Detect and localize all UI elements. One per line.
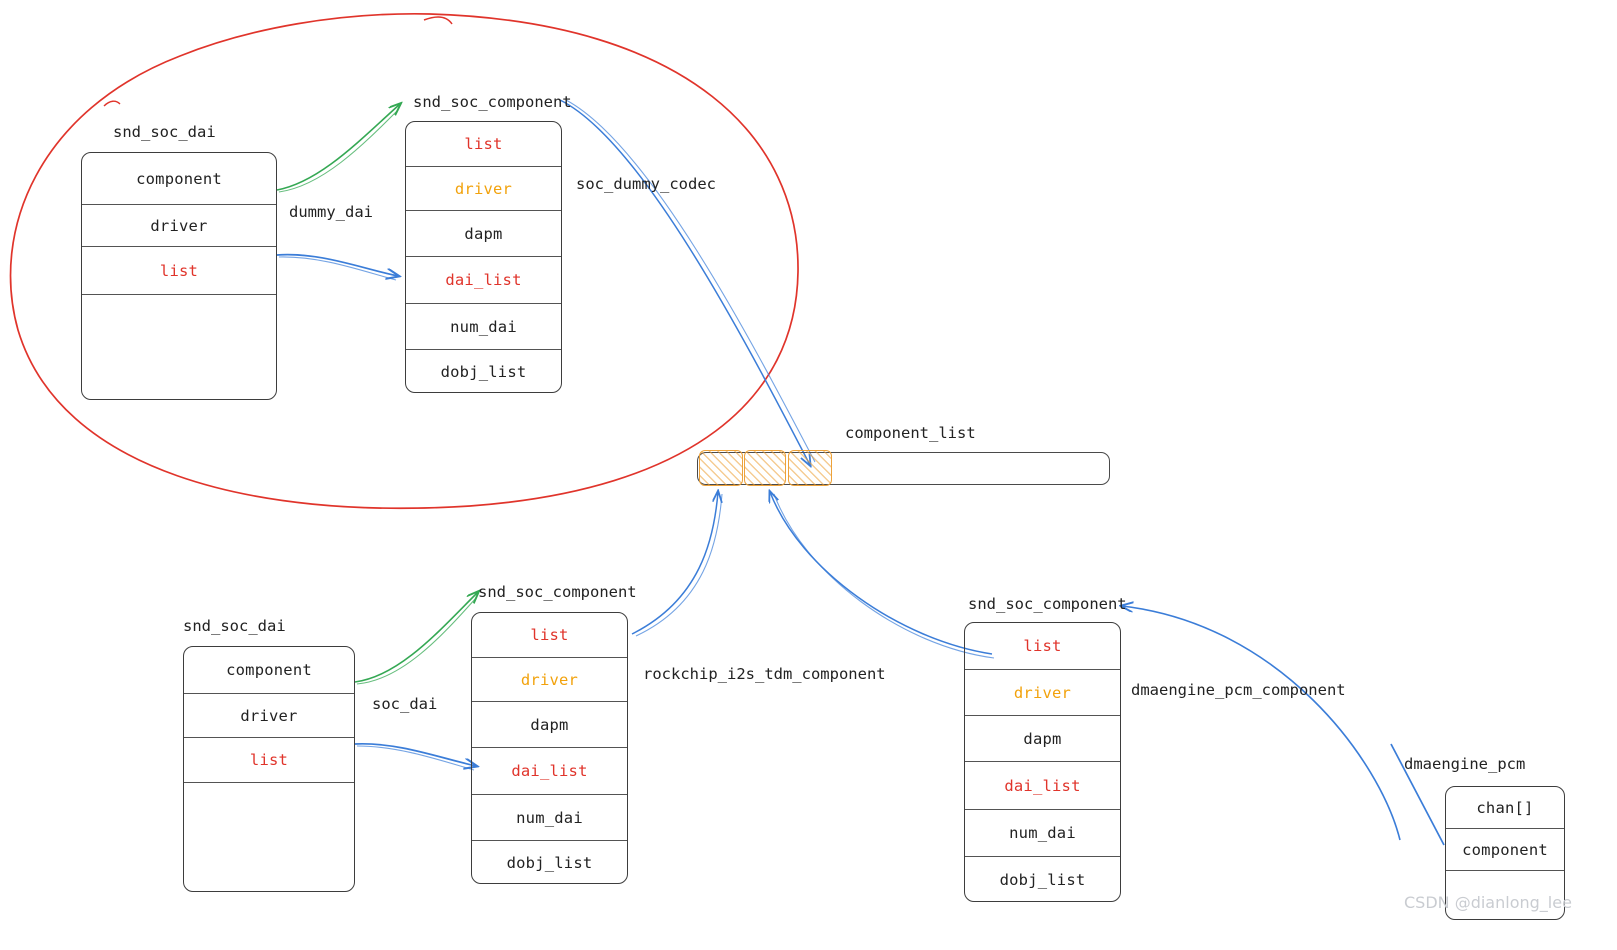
field-chan: chan[] xyxy=(1446,787,1564,829)
caption-soc-dai: snd_soc_dai xyxy=(183,617,286,635)
struct-dmaengine-component: list driver dapm dai_list num_dai dobj_l… xyxy=(964,622,1121,902)
edge-label-soc-dai: soc_dai xyxy=(372,695,438,713)
field-num-dai: num_dai xyxy=(406,304,561,350)
field-dai-list: dai_list xyxy=(965,762,1120,810)
field-list: list xyxy=(406,122,561,167)
arrow-dmaengine-pcm-component-to-component xyxy=(1122,606,1401,841)
field-dobj-list: dobj_list xyxy=(506,854,593,872)
field-driver: driver xyxy=(472,658,627,702)
field-driver: driver xyxy=(406,167,561,211)
field-dobj-list: dobj_list xyxy=(999,871,1086,889)
field-num-dai: num_dai xyxy=(965,810,1120,857)
watermark: CSDN @dianlong_lee xyxy=(1404,893,1572,912)
caption-dummy-dai: snd_soc_dai xyxy=(113,123,216,141)
caption-dmaengine-pcm: dmaengine_pcm xyxy=(1404,755,1526,773)
caption-dummy-codec-component: snd_soc_component xyxy=(413,93,572,111)
caption-dmaengine-component: snd_soc_component xyxy=(968,595,1127,613)
field-component: component xyxy=(82,153,276,205)
caption-i2s-tdm-component: snd_soc_component xyxy=(478,583,637,601)
field-list: list xyxy=(965,623,1120,670)
field-num-dai: num_dai xyxy=(472,795,627,841)
field-list: list xyxy=(82,247,276,295)
component-list-cell-1[interactable] xyxy=(699,450,743,486)
struct-i2s-tdm-component: list driver dapm dai_list num_dai dobj_l… xyxy=(471,612,628,884)
arrow-i2s-tdm-to-component-list xyxy=(631,492,722,637)
component-list-bar xyxy=(697,452,1110,485)
arrow-soc-dai-list-to-dai-list xyxy=(354,743,476,771)
field-driver: driver xyxy=(184,694,354,738)
struct-soc-dai: component driver list xyxy=(183,646,355,892)
arrow-dmaengine-to-component-list xyxy=(770,492,995,659)
field-component: component xyxy=(184,647,354,694)
struct-dummy-dai: component driver list xyxy=(81,152,277,400)
field-driver: driver xyxy=(965,670,1120,716)
field-dobj-list: dobj_list xyxy=(440,363,527,381)
edge-label-dummy-dai: dummy_dai xyxy=(289,203,373,221)
field-dapm: dapm xyxy=(965,716,1120,762)
field-blank xyxy=(82,295,276,399)
struct-dummy-codec-component: list driver dapm dai_list num_dai dobj_l… xyxy=(405,121,562,393)
field-list: list xyxy=(472,613,627,658)
field-component: component xyxy=(1446,829,1564,871)
component-list-cell-3[interactable] xyxy=(788,450,832,486)
arrow-dummy-dai-list-to-dai-list xyxy=(276,253,398,281)
component-list-cell-2[interactable] xyxy=(744,450,786,486)
edge-label-dmaengine-pcm-component: dmaengine_pcm_component xyxy=(1131,681,1346,699)
field-dai-list: dai_list xyxy=(406,257,561,304)
field-blank xyxy=(184,783,354,889)
struct-dmaengine-pcm: chan[] component xyxy=(1445,786,1565,920)
field-driver: driver xyxy=(82,205,276,247)
field-list: list xyxy=(184,738,354,783)
caption-component-list: component_list xyxy=(845,424,976,442)
field-dapm: dapm xyxy=(472,702,627,748)
edge-label-soc-dummy-codec: soc_dummy_codec xyxy=(576,175,716,193)
arrow-soc-dai-component-to-component xyxy=(354,592,478,685)
arrow-dummy-codec-to-component-list xyxy=(559,99,816,465)
arrow-dummy-dai-component-to-component xyxy=(276,104,400,193)
edge-label-rockchip-i2s-tdm-component: rockchip_i2s_tdm_component xyxy=(643,665,886,683)
field-dapm: dapm xyxy=(406,211,561,257)
field-dai-list: dai_list xyxy=(472,748,627,795)
